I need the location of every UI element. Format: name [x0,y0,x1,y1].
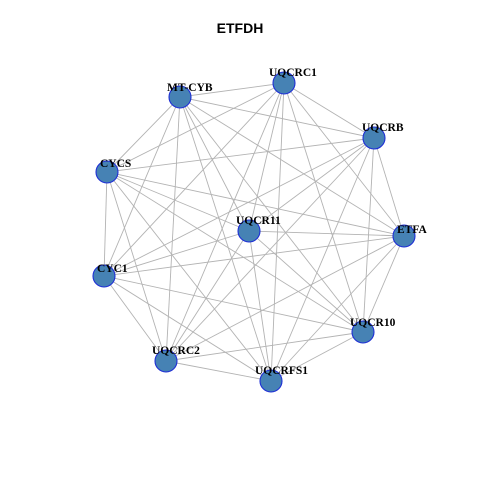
edge-uqcrc2-uqcrfs1 [165,360,272,382]
node-label-uqcrc1: UQCRC1 [269,67,317,79]
node-cycs [95,160,119,184]
edge-uqcrb-uqcr11 [248,137,375,232]
edge-uqcr10-uqcrfs1 [270,331,364,382]
edge-cyc1-uqcrfs1 [103,275,272,382]
node-label-uqcrfs1: UQCRFS1 [255,365,308,377]
edge-mt-cyb-uqcrb [179,96,375,139]
node-uqcrb [362,126,386,150]
node-label-cycs: CYCS [100,158,131,170]
node-label-cyc1: CYC1 [97,263,128,275]
edge-uqcrc1-etfa [283,82,405,237]
edge-uqcr11-cyc1 [103,230,250,277]
node-uqcrc2 [154,349,178,373]
edge-uqcrb-etfa [373,137,405,237]
edge-uqcrb-cycs [106,137,375,173]
node-label-uqcr11: UQCR11 [236,215,281,227]
edge-etfa-uqcr10 [362,235,405,333]
node-label-uqcr10: UQCR10 [350,317,396,329]
edge-uqcrb-uqcrfs1 [270,137,375,382]
edge-cycs-cyc1 [103,171,108,277]
edge-uqcrc1-uqcrb [283,82,375,139]
edge-cycs-uqcrc2 [106,171,167,362]
edge-cycs-uqcr11 [106,171,250,232]
edge-etfa-uqcrfs1 [270,235,405,382]
edge-uqcrc1-uqcr10 [283,82,364,333]
edge-uqcr11-uqcrc2 [165,230,250,362]
edge-uqcrc1-uqcr11 [248,82,285,232]
edge-mt-cyb-uqcr11 [179,96,250,232]
node-cyc1 [92,264,116,288]
node-uqcr11 [237,219,261,243]
edge-cycs-etfa [106,171,405,237]
edge-mt-cyb-uqcrfs1 [179,96,272,382]
edge-uqcr11-uqcr10 [248,230,364,333]
edge-etfa-cyc1 [103,235,405,277]
edge-cyc1-uqcrc2 [103,275,167,362]
node-label-uqcrc2: UQCRC2 [152,345,200,357]
node-uqcr10 [351,320,375,344]
node-uqcrc1 [272,71,296,95]
node-uqcrfs1 [259,369,283,393]
node-label-uqcrb: UQCRB [362,122,404,134]
node-layer [92,71,416,393]
edge-mt-cyb-etfa [179,96,405,237]
edge-uqcr11-uqcrfs1 [248,230,272,382]
edge-cyc1-uqcr10 [103,275,364,333]
edge-cycs-uqcr10 [106,171,364,333]
edge-uqcrc1-uqcrc2 [165,82,285,362]
node-label-etfa: ETFA [397,224,428,236]
edge-mt-cyb-cycs [106,96,181,173]
edge-layer [103,82,405,382]
node-label-mt-cyb: MT-CYB [167,82,213,94]
edge-uqcrc1-cycs [106,82,285,173]
plot-title: ETFDH [216,20,264,36]
edge-mt-cyb-uqcrc2 [165,96,181,362]
edge-cycs-uqcrfs1 [106,171,272,382]
node-etfa [392,224,416,248]
edge-uqcr10-uqcrc2 [165,331,364,362]
edge-uqcrc1-cyc1 [103,82,285,277]
node-mt-cyb [168,85,192,109]
edge-uqcr11-etfa [248,230,405,237]
edge-uqcrb-cyc1 [103,137,375,277]
edge-mt-cyb-uqcrc1 [179,82,285,98]
